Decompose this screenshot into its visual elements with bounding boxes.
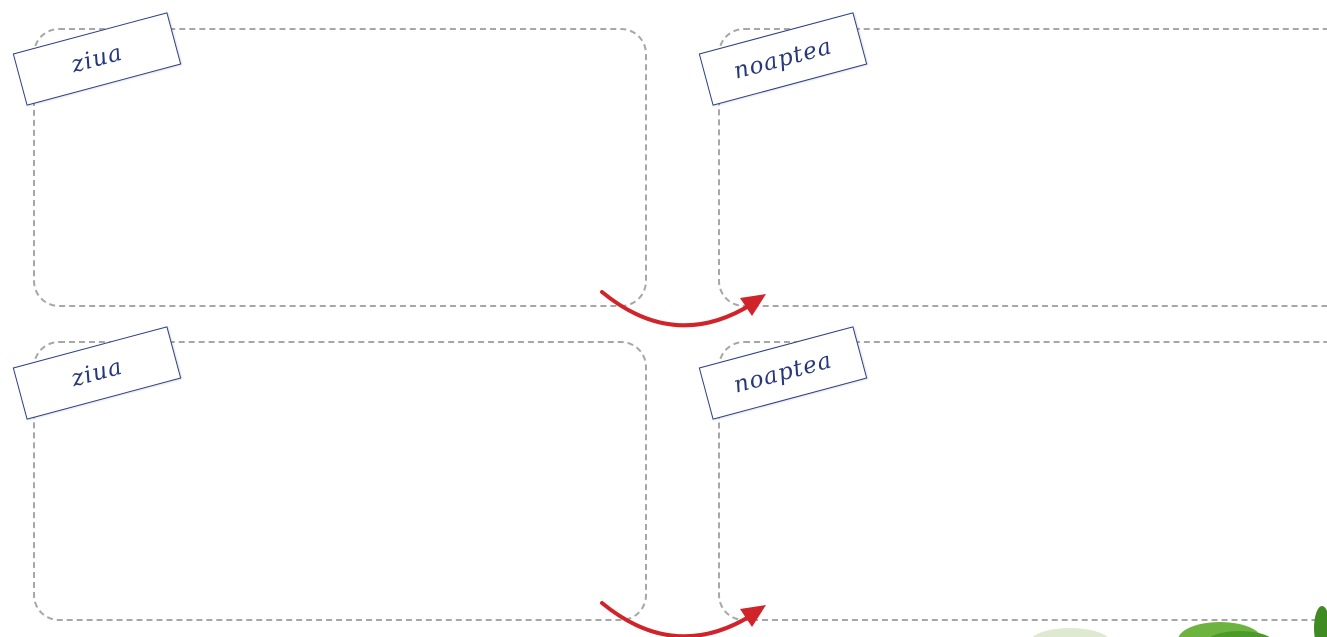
night-label-text-2: noaptea (731, 347, 835, 399)
curved-arrow-icon (600, 290, 766, 328)
day-panel-1 (33, 28, 647, 307)
day-label-text-2: ziua (68, 353, 126, 393)
day-label-text-1: ziua (68, 39, 126, 79)
night-label-text-1: noaptea (731, 33, 835, 85)
night-panel-1 (718, 28, 1327, 307)
curved-arrow-icon (600, 601, 766, 637)
day-panel-2 (33, 341, 647, 621)
leaf-decoration (1032, 606, 1327, 637)
night-panel-2 (718, 341, 1327, 621)
